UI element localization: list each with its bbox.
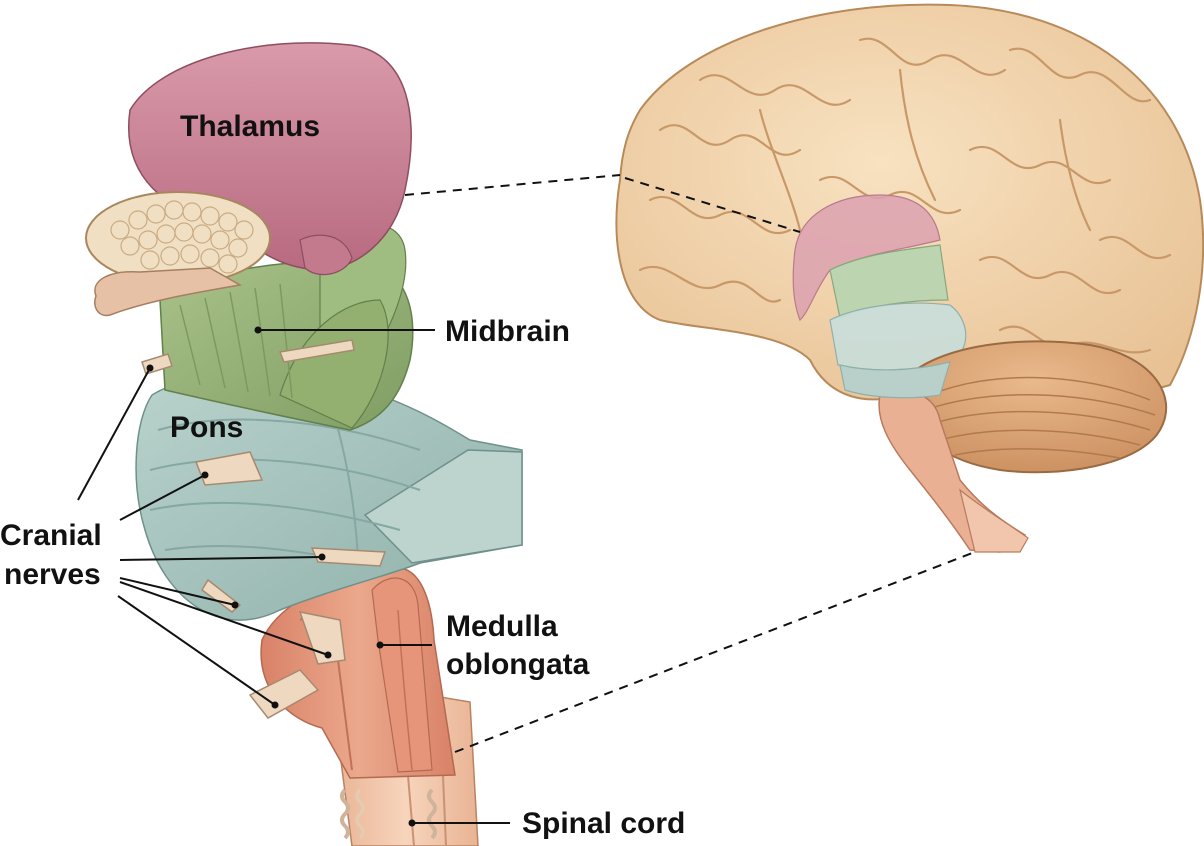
leader-cranial-4 xyxy=(119,577,236,606)
leader-cranial-2 xyxy=(119,474,206,521)
connector-top xyxy=(404,174,621,196)
connector-inner xyxy=(624,177,801,233)
leader-cranial-5 xyxy=(119,581,329,656)
thalamus-label: Thalamus xyxy=(180,110,320,143)
midbrain-shape xyxy=(159,223,414,431)
brainstem-illustration xyxy=(85,42,523,846)
zoom-connectors xyxy=(404,174,976,753)
connector-bottom xyxy=(454,551,976,753)
medulla-label-line2: oblongata xyxy=(446,648,590,681)
medulla-label-line1: Medulla xyxy=(446,610,558,643)
leader-dots xyxy=(146,326,416,827)
cranial-nerves-label-line1: Cranial xyxy=(0,519,102,552)
cranial-nerve-stubs xyxy=(141,339,387,719)
leader-lines xyxy=(77,329,510,824)
spinal-cord-label: Spinal cord xyxy=(522,807,685,840)
leader-cranial-3 xyxy=(119,556,323,561)
thalamus-region xyxy=(792,194,941,322)
brain-pons-lower xyxy=(839,361,951,399)
pons-label: Pons xyxy=(170,411,243,444)
brain-spinal-cord-shape xyxy=(959,488,1029,553)
leader-cranial-1 xyxy=(77,367,151,501)
leader-cranial-6 xyxy=(117,595,276,706)
midbrain-label: Midbrain xyxy=(445,315,570,348)
cerebellum-shape xyxy=(898,340,1168,474)
whole-brain-illustration xyxy=(615,3,1204,553)
cranial-nerves-label-line2: nerves xyxy=(4,558,101,591)
thalamus-shape xyxy=(85,42,412,317)
